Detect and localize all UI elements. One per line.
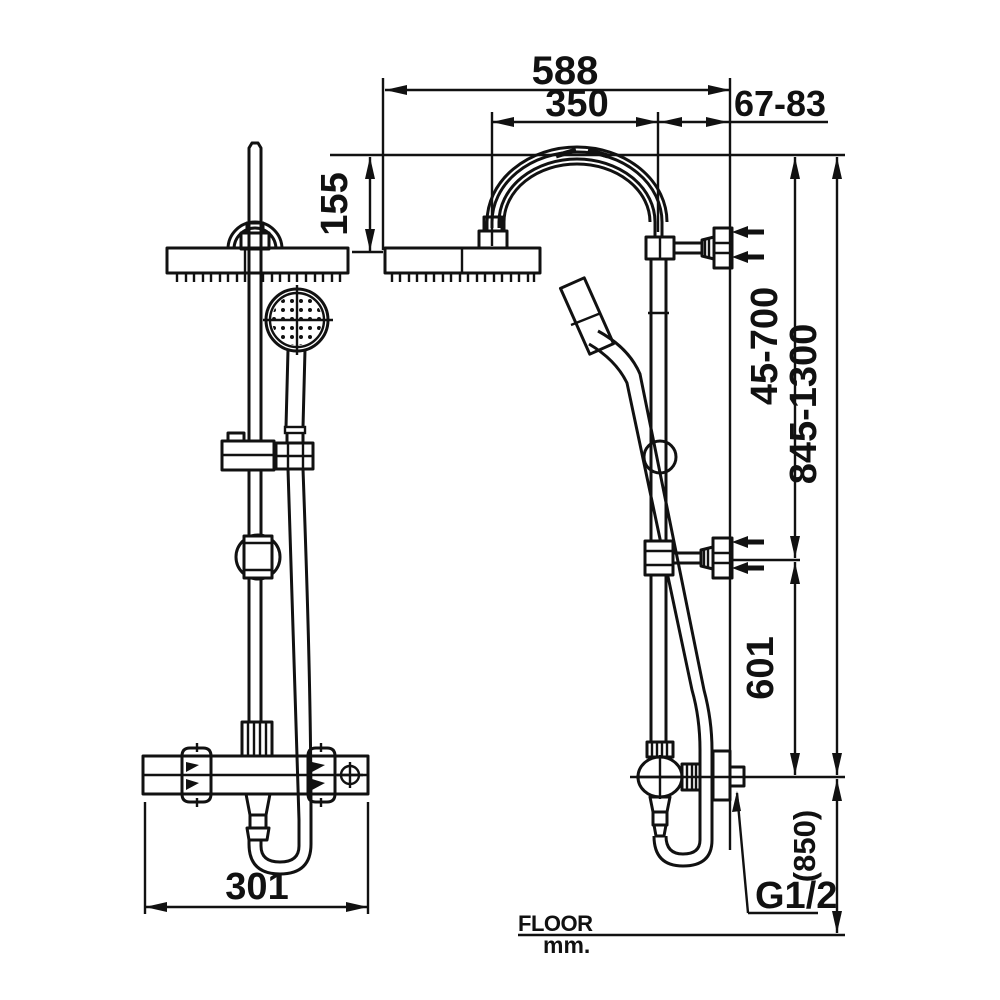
arrow-6783-left <box>660 117 682 127</box>
arrow-588-left <box>385 85 407 95</box>
arrow-850-down <box>832 911 842 933</box>
head-arch-outer <box>226 220 284 250</box>
supply-arrow-top-2 <box>732 251 764 263</box>
slider-knob-side <box>642 439 678 475</box>
hose-front-left <box>286 468 301 821</box>
hand-shower-handle-front <box>284 349 307 428</box>
valve-outlet-side-nut <box>652 823 668 838</box>
label-bracket-range: 45-700 <box>744 287 786 405</box>
arrow-155-down <box>365 229 375 251</box>
wall-plate-side <box>711 749 732 802</box>
cradle-lines <box>276 443 313 469</box>
temp-knob-marks <box>186 762 199 790</box>
label-pole-to-wall: 67-83 <box>734 83 826 124</box>
label-overall-height: 845-1300 <box>783 324 825 485</box>
bottom-bracket-cone-ribs <box>702 548 710 568</box>
hose-front-right <box>301 468 313 821</box>
pole-base-nut <box>240 720 274 758</box>
valve-outlet-cone <box>244 792 272 817</box>
arrow-350-left <box>492 117 514 127</box>
valve-outlet-side <box>648 795 672 814</box>
top-bracket-slot <box>714 241 732 255</box>
arrow-45700-down <box>790 536 800 558</box>
arrow-155-up <box>365 157 375 179</box>
handle-nut <box>283 425 307 435</box>
gooseneck-outer2 <box>490 150 664 223</box>
arrow-588-right <box>708 85 730 95</box>
label-floor: FLOOR <box>518 911 593 936</box>
bottom-bracket-wall-block <box>711 536 734 580</box>
valve-outlet-side-neck <box>651 810 669 827</box>
handle-lower <box>285 433 305 443</box>
rain-head-front <box>165 246 350 275</box>
label-arch-span: 350 <box>545 83 608 125</box>
label-head-drop: 155 <box>314 172 356 235</box>
valve-top-nut-ribs <box>650 742 669 757</box>
arrow-6783-right <box>706 117 728 127</box>
valve-outlet-neck <box>248 813 268 830</box>
label-thread-size: G1/2 <box>755 875 837 917</box>
top-bracket-pin <box>672 241 704 255</box>
arrow-301-left <box>145 902 167 912</box>
supply-arrow-bottom-1 <box>732 536 764 548</box>
outlet-port-cross <box>337 762 363 788</box>
arrow-8451300-up <box>832 157 842 179</box>
side-view <box>383 78 764 868</box>
hand-shower-crosshair <box>263 285 333 355</box>
gooseneck-inner <box>502 162 652 223</box>
arrow-601-up <box>790 562 800 584</box>
hose-side-inner <box>588 342 702 856</box>
arrow-350-right <box>636 117 658 127</box>
rain-head-nozzles-front <box>175 273 342 282</box>
slider-clamp-lines <box>244 541 272 572</box>
arrow-301-right <box>346 902 368 912</box>
hand-shower-side-face <box>570 311 602 327</box>
label-valve-width: 301 <box>225 866 288 908</box>
extension-lines <box>143 78 845 914</box>
bottom-bracket-clamp <box>643 539 675 577</box>
leader-g12 <box>735 792 750 914</box>
label-valve-to-bracket: 601 <box>740 636 782 699</box>
supply-arrow-bottom-2 <box>732 562 764 574</box>
hose-loop-outer <box>247 820 313 876</box>
arrow-601-down <box>790 753 800 775</box>
label-install-height: (850) <box>787 810 822 882</box>
hose-loop-inner <box>259 820 301 864</box>
top-bracket-wall-block <box>712 226 734 270</box>
riser-pole-front <box>247 141 263 722</box>
flow-knob-marks <box>312 762 325 790</box>
label-overall-width: 588 <box>532 49 599 93</box>
label-unit: mm. <box>543 932 590 958</box>
arrow-8451300-down <box>832 753 842 775</box>
head-connector-top <box>245 221 265 235</box>
supply-arrow-top-1 <box>732 226 764 238</box>
gooseneck-legs <box>485 222 664 237</box>
dimension-labels: 588 350 67-83 155 45-700 845-1300 601 (8… <box>225 49 837 958</box>
bottom-bracket-clamp-lines <box>645 549 673 567</box>
head-arch-inner <box>232 226 278 250</box>
pole-base-nut-ribs <box>246 722 268 756</box>
top-bracket-cone-ribs <box>703 238 711 258</box>
hand-shower-side <box>558 276 616 356</box>
front-view <box>141 141 370 876</box>
valve-outlet-nut <box>245 826 271 842</box>
dimension-lines <box>143 78 845 937</box>
arrow-g12-leader <box>732 791 741 812</box>
arrow-850-up <box>832 779 842 801</box>
bottom-bracket-slot <box>713 551 732 565</box>
gooseneck-inner2 <box>497 157 657 223</box>
arrow-45700-up <box>790 157 800 179</box>
rain-head-nozzles-side <box>390 273 536 282</box>
